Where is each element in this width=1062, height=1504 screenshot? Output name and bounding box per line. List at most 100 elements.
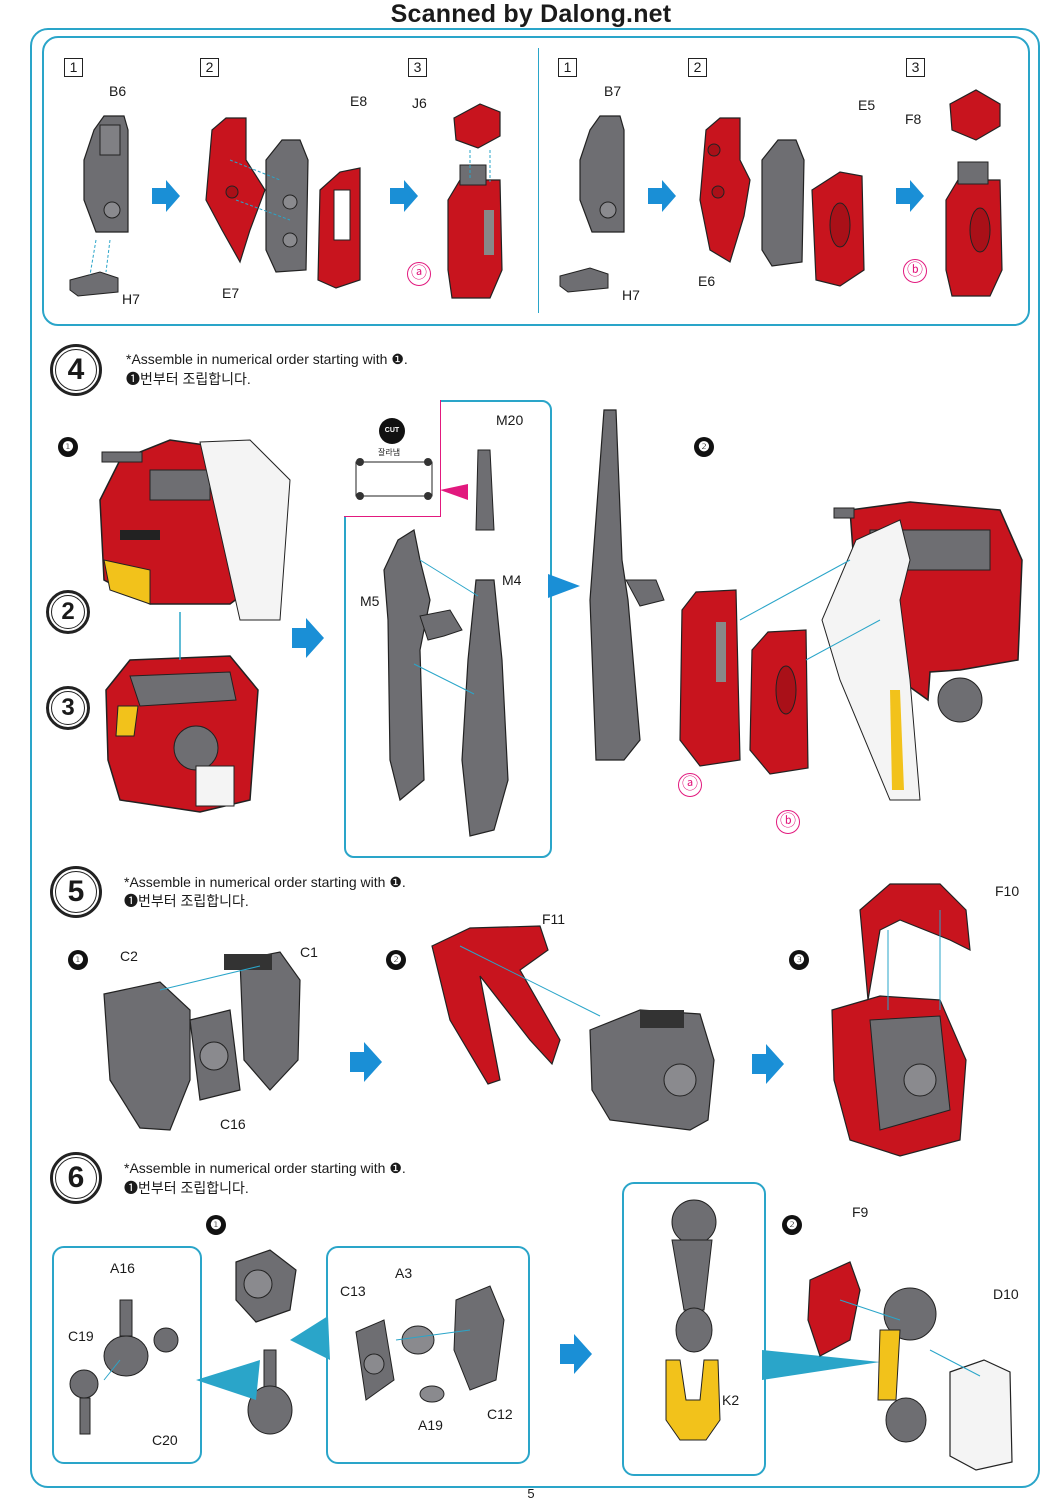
- cut-icon: CUT: [379, 418, 405, 444]
- c-with-f11-drawing: [831, 995, 967, 1157]
- part-label-e5: E5: [858, 97, 876, 113]
- assembled-a-drawing: [447, 164, 503, 299]
- top-right-illustration: [559, 89, 1003, 297]
- antenna-assembled-drawing: [589, 409, 665, 761]
- head-lower-drawing: [105, 612, 259, 813]
- part-label-c20: C20: [152, 1432, 178, 1448]
- part-c16-drawing: [189, 1009, 241, 1101]
- part-b7-drawing: [579, 115, 625, 233]
- part-h7-drawing: [69, 271, 119, 297]
- step4-head-circle-3: 3: [46, 686, 90, 730]
- top-panel-divider: [538, 48, 539, 313]
- part-label-c19: C19: [68, 1328, 94, 1344]
- step5-sub-3: ❸: [789, 950, 809, 970]
- torso-assembled-drawing: [821, 501, 1023, 801]
- part-h7-drawing-right: [559, 267, 609, 293]
- step-number-5: 5: [50, 866, 102, 918]
- part-label-e6: E6: [698, 273, 716, 289]
- part-label-k2: K2: [722, 1392, 740, 1408]
- step-box-1-right: 1: [558, 58, 577, 77]
- cut-label-ko: 잘라냄: [378, 448, 401, 457]
- step5-illustration: [103, 883, 971, 1157]
- step4-illustration: [99, 409, 1023, 837]
- part-label-f8: F8: [905, 111, 922, 127]
- step-box-3: 3: [408, 58, 427, 77]
- c-assembled-drawing: [589, 1009, 715, 1131]
- part-f11-drawing: [431, 925, 561, 1085]
- part-label-h7: H7: [122, 291, 140, 307]
- part-label-c16: C16: [220, 1116, 246, 1132]
- part-label-m4: M4: [502, 572, 522, 588]
- part-label-f9: F9: [852, 1204, 869, 1220]
- k2-assembly-drawing: [665, 1199, 721, 1441]
- part-label-b6: B6: [109, 83, 127, 99]
- part-label-h7-right: H7: [622, 287, 640, 303]
- step4-head-circle-2: 2: [46, 590, 90, 634]
- part-e5-drawing: [811, 171, 865, 287]
- top-left-illustration: [69, 103, 503, 299]
- part-e6-drawing: [699, 117, 751, 263]
- result-mark-a: ⓐ: [407, 262, 431, 286]
- scan-credit-title: Scanned by Dalong.net: [390, 0, 672, 28]
- page-number: 5: [527, 1486, 535, 1501]
- step6-sub-1: ❶: [206, 1215, 226, 1235]
- part-f9-drawing: [807, 1261, 861, 1357]
- assembly-arrows-left: [152, 180, 418, 212]
- part-m5-drawing: [383, 529, 463, 802]
- step4-mark-a: ⓐ: [678, 773, 702, 797]
- step4-sub-1: ❶: [58, 437, 78, 457]
- part-label-c12: C12: [487, 1406, 513, 1422]
- step-box-3-right: 3: [906, 58, 925, 77]
- head-assembled-drawing: [99, 439, 291, 621]
- part-c13-drawing: [355, 1319, 395, 1401]
- part-f8-drawing: [949, 89, 1001, 141]
- part-c12-drawing: [453, 1285, 505, 1391]
- step-number-4: 4: [50, 344, 102, 396]
- part-a19-drawing: [419, 1385, 445, 1403]
- step6-note-en: *Assemble in numerical order starting wi…: [124, 1160, 406, 1176]
- part-label-f10: F10: [995, 883, 1020, 899]
- part-inner-frame-drawing: [265, 139, 309, 273]
- step6-note-ko: ❶번부터 조립합니다.: [124, 1180, 249, 1196]
- leg-with-k2-drawing: [877, 1287, 937, 1443]
- part-label-c1: C1: [300, 944, 318, 960]
- part-b6-drawing: [83, 115, 129, 233]
- step6-sub-2: ❷: [782, 1215, 802, 1235]
- side-panel-b-drawing: [749, 629, 809, 775]
- side-panel-a-drawing: [679, 589, 741, 767]
- part-label-c2: C2: [120, 948, 138, 964]
- part-label-d10: D10: [993, 1286, 1019, 1302]
- part-label-a3: A3: [395, 1265, 413, 1281]
- part-label-m20: M20: [496, 412, 524, 428]
- part-e8-drawing: [317, 167, 361, 289]
- part-m4-drawing: [461, 579, 509, 837]
- leg-joint-drawing: [235, 1249, 297, 1435]
- part-e7-drawing: [205, 117, 266, 264]
- step4-mark-b: ⓑ: [776, 810, 800, 834]
- step-box-2-right: 2: [688, 58, 707, 77]
- step5-sub-1: ❶: [68, 950, 88, 970]
- part-label-e8: E8: [350, 93, 368, 109]
- part-a3-drawing: [401, 1325, 435, 1355]
- step-box-1: 1: [64, 58, 83, 77]
- part-j6-drawing: [453, 103, 501, 149]
- step5-note-en: *Assemble in numerical order starting wi…: [124, 874, 406, 890]
- part-label-m5: M5: [360, 593, 380, 609]
- step4-note-en: *Assemble in numerical order starting wi…: [126, 351, 408, 367]
- step5-note-ko: ❶번부터 조립합니다.: [124, 893, 249, 909]
- step-number-6: 6: [50, 1152, 102, 1204]
- step-box-2: 2: [200, 58, 219, 77]
- step4-sub-2: ❷: [694, 437, 714, 457]
- part-c2-drawing: [103, 981, 191, 1131]
- part-c20-drawing: [153, 1327, 179, 1353]
- part-label-e7: E7: [222, 285, 240, 301]
- cut-diagram: [355, 458, 468, 500]
- part-d10-drawing: [949, 1359, 1013, 1471]
- top-assembly-panel: [42, 36, 1030, 326]
- part-c19-drawing: [69, 1369, 99, 1435]
- part-a16-drawing: [103, 1299, 149, 1377]
- part-m20-drawing: [475, 449, 495, 531]
- part-label-j6: J6: [412, 95, 427, 111]
- part-label-a16: A16: [110, 1260, 135, 1276]
- step5-sub-2: ❷: [386, 950, 406, 970]
